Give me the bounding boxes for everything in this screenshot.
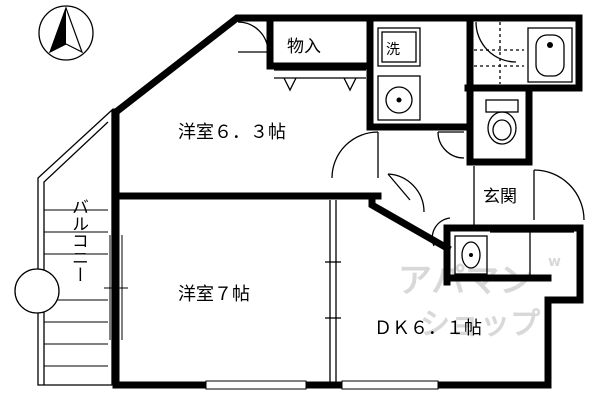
kitchen-counter (490, 231, 574, 276)
toilet-icon (485, 99, 519, 145)
watermark-mark: w (548, 254, 561, 270)
interior-walls (112, 14, 584, 286)
sliding-door (325, 200, 341, 382)
storage-closet (274, 69, 366, 92)
window-west (104, 235, 128, 340)
watermark-line2: ショップ (420, 307, 541, 342)
bathroom-floor (474, 22, 524, 84)
room-label-western-6-3: 洋室６．３帖 (178, 122, 286, 143)
kitchen-sink-icon (454, 235, 488, 275)
north-arrow-icon (38, 5, 94, 61)
room-label-storage: 物入 (287, 37, 321, 57)
room-label-entrance: 玄関 (483, 187, 517, 207)
room-label-western-7: 洋室７帖 (178, 284, 250, 305)
doors (237, 21, 585, 247)
washbasin-icon (377, 75, 421, 121)
washer-label: 洗 (386, 42, 400, 58)
washer-icon: 洗 (377, 27, 421, 67)
window-south (205, 380, 439, 390)
aircon-unit-icon (14, 268, 60, 314)
balcony-label: バルコニー (68, 198, 88, 283)
bathtub-icon (527, 27, 573, 83)
balcony: バルコニー (14, 108, 113, 386)
room-label-dk: ＤＫ６．１帖 (374, 318, 482, 339)
